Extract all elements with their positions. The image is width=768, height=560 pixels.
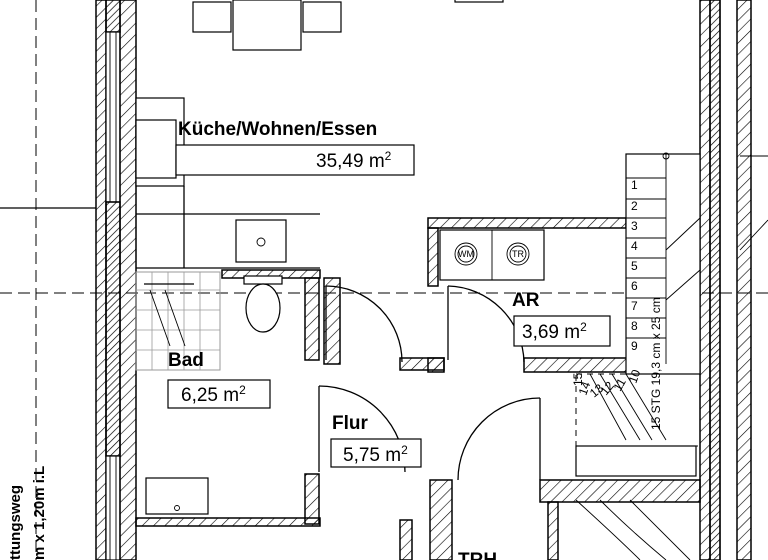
staircase [575, 152, 768, 560]
kitchen-door [325, 285, 403, 363]
step-number: 9 [631, 339, 638, 353]
left-outer-wall [95, 0, 137, 560]
trh-label: TRH [458, 550, 497, 560]
step-number: 8 [631, 319, 638, 333]
bad-label: Bad [168, 350, 204, 371]
side-label-line2: m x 1,20m i.L [31, 466, 48, 560]
toilet-icon [243, 275, 283, 333]
step-number: 6 [631, 279, 638, 293]
step-number: 7 [631, 299, 638, 313]
flur-label: Flur [332, 413, 368, 434]
step-number: 1 [631, 178, 638, 192]
side-label: ttungsweg m x 1,20m i.L [7, 466, 48, 560]
bad-area: 6,25 m2 [181, 383, 246, 406]
front-door [457, 397, 541, 481]
side-label-line1: ttungsweg [7, 485, 24, 560]
flur-area-box [330, 438, 422, 468]
right-outer-wall [699, 0, 752, 560]
washbasin-icon [145, 477, 209, 515]
stair-step-numbers: 1 2 3 4 5 6 7 8 9 10 11 12 13 14 15 [571, 178, 643, 400]
step-number: 14 [576, 379, 594, 397]
ar-area-box [513, 315, 611, 347]
ar-door [447, 285, 525, 363]
step-number: 5 [631, 259, 638, 273]
kitchen-area: 35,49 m2 [316, 149, 392, 172]
step-number: 3 [631, 219, 638, 233]
ar-label: AR [512, 290, 540, 311]
dryer-label: TR [512, 249, 524, 259]
kitchen-counter [135, 97, 320, 269]
kitchen-area-box [175, 144, 415, 176]
bad-area-box [167, 379, 271, 409]
kitchen-label: Küche/Wohnen/Essen [178, 119, 377, 140]
ar-area: 3,69 m2 [522, 320, 587, 343]
bathroom-walls [135, 269, 321, 527]
sink-drain-icon [256, 237, 266, 247]
hallway-walls [399, 479, 701, 560]
step-number: 10 [626, 367, 644, 385]
stair-spec-label: 15 STG 19,3 cm x 25 cm [649, 297, 663, 430]
washer-label: WM [458, 249, 474, 259]
ar-room-walls [323, 217, 629, 373]
step-number: 2 [631, 199, 638, 213]
step-number: 4 [631, 239, 638, 253]
appliance-cabinet [439, 229, 545, 281]
dining-table [192, 0, 504, 51]
shower-tray [135, 271, 221, 371]
step-number: 15 [571, 372, 585, 386]
flur-area: 5,75 m2 [343, 443, 408, 466]
